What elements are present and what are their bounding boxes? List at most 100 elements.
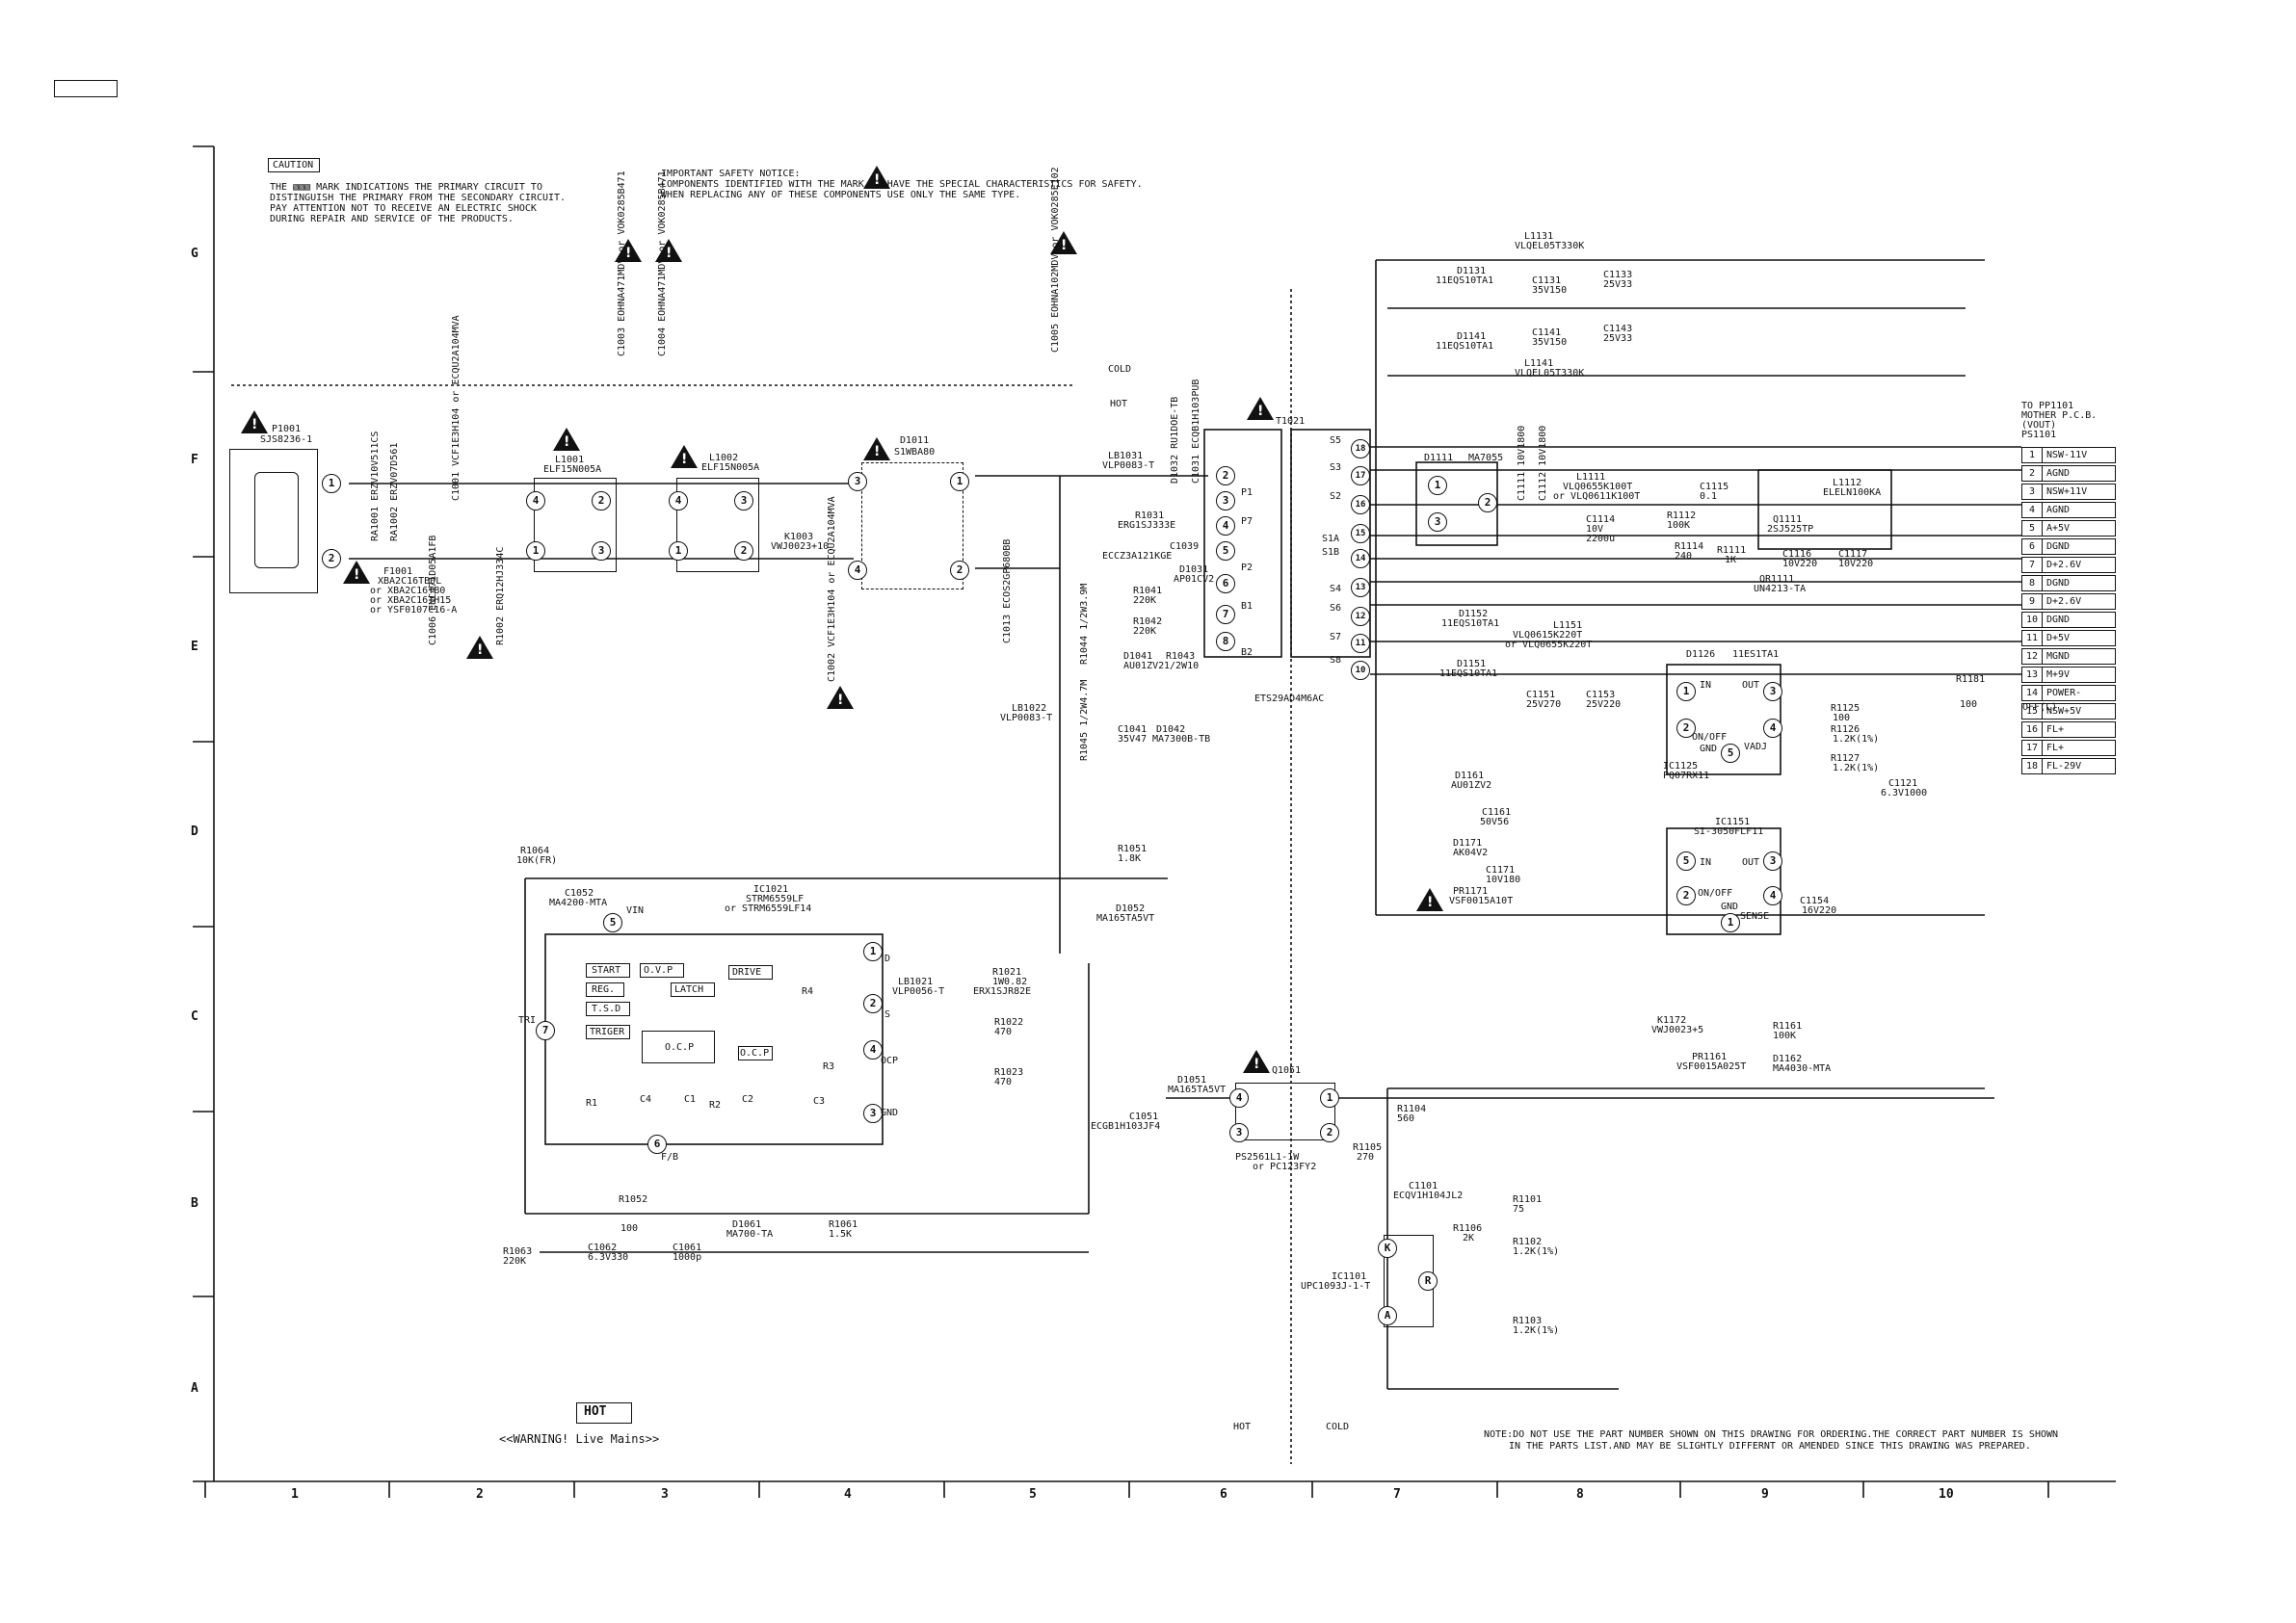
ic1151-sense: SENSE [1740,911,1770,922]
f1001-part-2: or XBA2C16TB0 [370,586,446,596]
safety-line-3: WHEN REPLACING ANY OF THESE COMPONENTS U… [661,190,1021,200]
connector-pin-number: 4 [2022,503,2043,517]
connector-header-3: (VOUT) [2021,420,2057,431]
r1111-value: 1K [1725,555,1737,565]
d1031-part: AP01CV2 [1174,574,1215,585]
connector-pin-number: 11 [2022,631,2043,645]
l1131-label: L1131 [1524,231,1554,242]
d1111-pin-2: 2 [1478,493,1497,512]
t1021-label-p7: P7 [1241,516,1254,527]
connector-pin-label: FL-29V [2046,761,2082,772]
ic1021-c1: C1 [684,1094,697,1105]
ic1021-c4: C4 [640,1094,652,1105]
l1151-label: L1151 [1553,620,1583,631]
ic1125-label: IC1125 [1663,761,1699,772]
cold-top-label: COLD [1108,364,1132,375]
lb1031-label: LB1031 [1108,451,1144,461]
t1021-pin-8: 8 [1216,632,1235,651]
r1021-label: R1021 [992,967,1022,978]
t1021-label-s6: S6 [1330,603,1342,614]
ic1021-ocp2: O.C.P [740,1048,770,1059]
q1051-photocoupler [1235,1083,1335,1140]
d1161-part: AU01ZV2 [1451,780,1492,791]
d1111-pin-1: 1 [1428,476,1447,495]
l1002-part: ELF15N005A [701,462,760,473]
d1111-label: D1111 [1424,453,1454,463]
l1002-pin-1: 1 [669,541,688,561]
row-label-g: G [191,247,198,261]
ic1021-drive: DRIVE [732,967,762,978]
l1002-choke [676,478,759,572]
ic1151-pin-5: 5 [1676,851,1696,871]
c1117-value: 10V220 [1838,559,1874,569]
row-label-f: F [191,453,198,467]
ic1125-pin-3: 3 [1763,682,1782,701]
c1004-label: C1004 EOHNA471MDV or VOK0285B471 [657,170,668,356]
ic1151-onoff: ON/OFF [1698,888,1733,899]
connector-pin-label: FL+ [2046,743,2065,753]
connector-header-1: TO PP1101 [2021,401,2074,411]
c1161-label: C1161 [1482,807,1512,818]
caution-title: CAUTION [273,160,314,170]
c1013-label: C1013 ECOS2GP680BB [1002,538,1013,643]
t1021-pin-5: 5 [1216,541,1235,561]
l1112-part: ELELN100KA [1823,487,1882,498]
ic1021-vin: VIN [626,905,645,916]
ic1021-c3: C3 [813,1096,826,1107]
ps-part-1: PS2561L1-1W [1235,1152,1300,1163]
connector-pin-number: 3 [2022,484,2043,499]
q1051-pin-3: 3 [1229,1123,1249,1142]
d1051-label: D1051 [1177,1075,1207,1086]
ic1021-r1: R1 [586,1098,598,1109]
c1114-value-2: 2200u [1586,534,1616,544]
safety-line-1: IMPORTANT SAFETY NOTICE: [661,169,801,179]
l1002-pin-2: 2 [734,541,753,561]
t1021-label-s5: S5 [1330,435,1342,446]
p1001-label: P1001 [272,424,302,434]
d1041-part: AU01ZV2 [1123,661,1165,671]
lb1031-part: VLP0083-T [1102,460,1155,471]
t1021-label-s2: S2 [1330,491,1342,502]
r1103-label: R1103 [1513,1316,1543,1326]
r1043-value: 1/2W10 [1164,661,1200,671]
d1171-part: AK04V2 [1453,848,1489,858]
ic1021-r4: R4 [802,986,814,997]
r1127-label: R1127 [1831,753,1861,764]
ic1151-part: SI-3050FLF11 [1694,826,1764,837]
l1002-label: L1002 [709,453,739,463]
l1131-part: VLQEL05T330K [1515,241,1585,251]
k1172-label: K1172 [1657,1015,1687,1026]
d1141-part: 11EQS10TA1 [1436,341,1494,352]
d1126-part: 11ES1TA1 [1732,649,1780,660]
r1023-value: 470 [994,1077,1013,1087]
c1133-value: 25V33 [1603,279,1633,290]
l1001-label: L1001 [555,455,585,465]
pr1171-warning-icon [1416,888,1443,911]
ic1125-vadj: VADJ [1744,742,1768,752]
l1111-label: L1111 [1576,472,1606,483]
t1021-pin-10: 10 [1351,661,1370,680]
l1002-warning-icon [671,445,698,468]
l1111-part-2: or VLQ0611K100T [1553,491,1641,502]
c1051-label: C1051 [1129,1112,1159,1122]
caution-line-3: PAY ATTENTION NOT TO RECEIVE AN ELECTRIC… [270,203,537,214]
t1021-pin-18: 18 [1351,439,1370,458]
connector-pin-number: 1 [2022,448,2043,462]
hot-small-label: HOT [1233,1422,1252,1432]
t1021-pin-7: 7 [1216,605,1235,624]
r1102-value: 1.2K(1%) [1513,1246,1560,1257]
c1116-label: C1116 [1782,549,1812,560]
c1039-label: C1039 [1170,541,1200,552]
c1061-value: 1000p [673,1252,702,1263]
connector-pin-label: D+2.6V [2046,596,2082,607]
ic1101-pin-r: R [1418,1271,1438,1291]
q1051-pin-1: 1 [1320,1088,1339,1108]
c1003-warning-icon [615,239,642,262]
ic1125-pin-1: 1 [1676,682,1696,701]
